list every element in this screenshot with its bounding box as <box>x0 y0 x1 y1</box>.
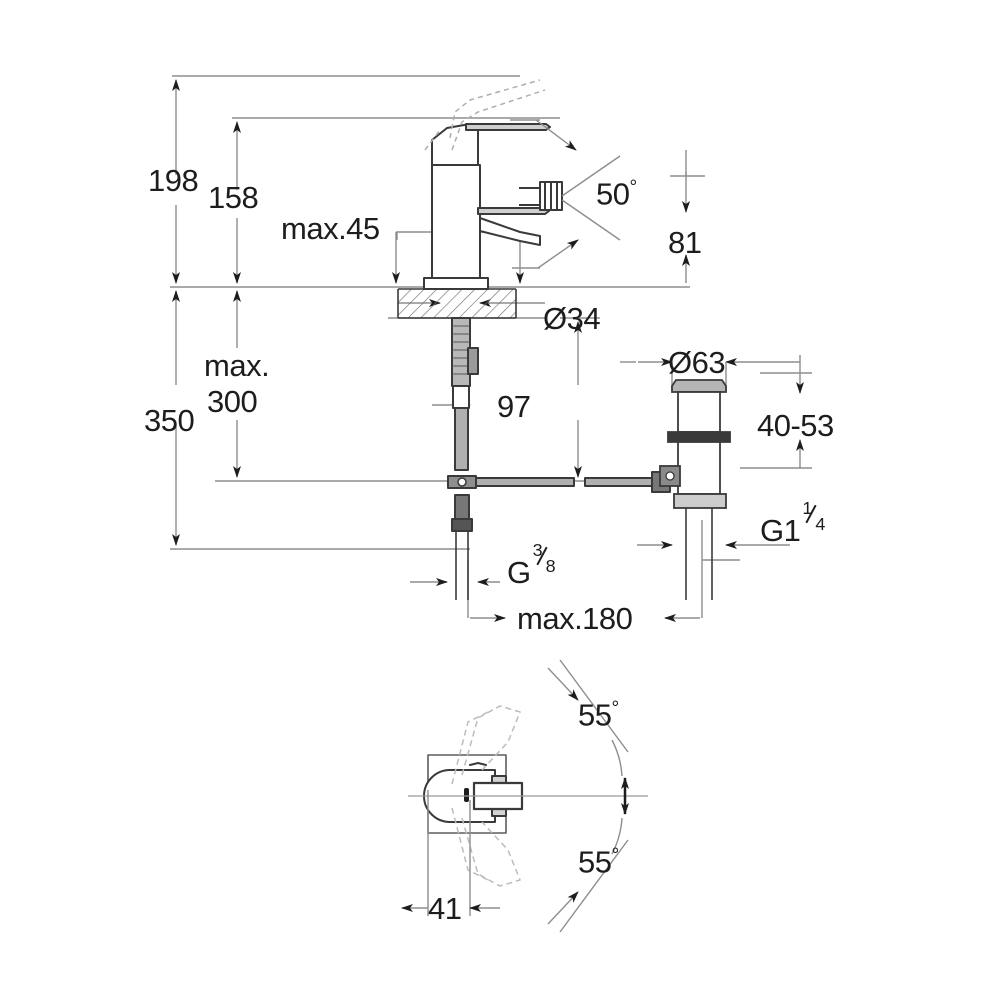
lever-handle-up <box>465 123 551 131</box>
label-97: 97 <box>497 389 531 424</box>
angle-55-leader-bottom <box>559 839 629 933</box>
label-41: 41 <box>428 891 462 926</box>
label-55-degrees-top: 55° <box>578 697 619 733</box>
flex-hose-upper <box>454 407 469 471</box>
supply-pipe-left <box>475 477 575 487</box>
label-max45: max.45 <box>281 211 380 246</box>
angle-55-arrow-top <box>547 667 579 701</box>
arc-55-top <box>611 739 623 777</box>
angle-50-arrow-lower <box>537 239 579 269</box>
popup-waste-assembly <box>659 379 731 600</box>
waste-body-upper <box>677 391 721 433</box>
supply-pipe-right <box>584 477 656 487</box>
plan-angle-markers <box>547 659 629 933</box>
label-40-53: 40-53 <box>757 408 834 443</box>
label-350: 350 <box>144 403 195 438</box>
waste-seal-ring <box>667 431 731 443</box>
plan-index-slot <box>464 788 469 802</box>
waste-body-lower <box>677 441 721 495</box>
label-198: 198 <box>148 163 199 198</box>
label-diameter-34: Ø34 <box>543 301 601 336</box>
angle-55-leader-top <box>559 659 629 753</box>
hose-nut <box>451 518 473 532</box>
spout-outlet <box>479 217 541 246</box>
mixer-base-flange <box>423 277 489 290</box>
waste-flange <box>671 379 727 393</box>
label-300: 300 <box>207 384 258 419</box>
countertop-hatch <box>398 289 516 318</box>
hose-connector <box>454 494 470 520</box>
angle-55-arrow-bottom <box>547 891 579 925</box>
faucet-elevation-geometry <box>397 79 671 600</box>
plan-view-geometry <box>408 705 648 887</box>
label-max-180: max.180 <box>517 601 633 636</box>
label-diameter-63: Ø63 <box>668 345 726 380</box>
waste-locknut <box>673 493 727 509</box>
label-50-degrees: 50° <box>596 176 637 212</box>
plan-dimension-41 <box>401 790 500 916</box>
lever-handle-down <box>477 207 550 215</box>
angle-50-arrow-upper <box>535 119 577 151</box>
angle-50-leader-lower <box>561 199 621 241</box>
label-81: 81 <box>668 225 702 260</box>
angle-50-arcs <box>510 119 621 269</box>
arc-55-bottom <box>611 817 623 855</box>
label-158: 158 <box>208 180 259 215</box>
shank-nut <box>467 347 479 375</box>
plan-ghost-positions <box>451 705 521 887</box>
angle-50-leader-upper <box>561 155 621 197</box>
lever-ghost-raised <box>424 79 546 151</box>
label-max-word: max. <box>204 348 270 383</box>
label-55-degrees-bottom: 55° <box>578 844 619 880</box>
mixer-body <box>431 164 481 288</box>
